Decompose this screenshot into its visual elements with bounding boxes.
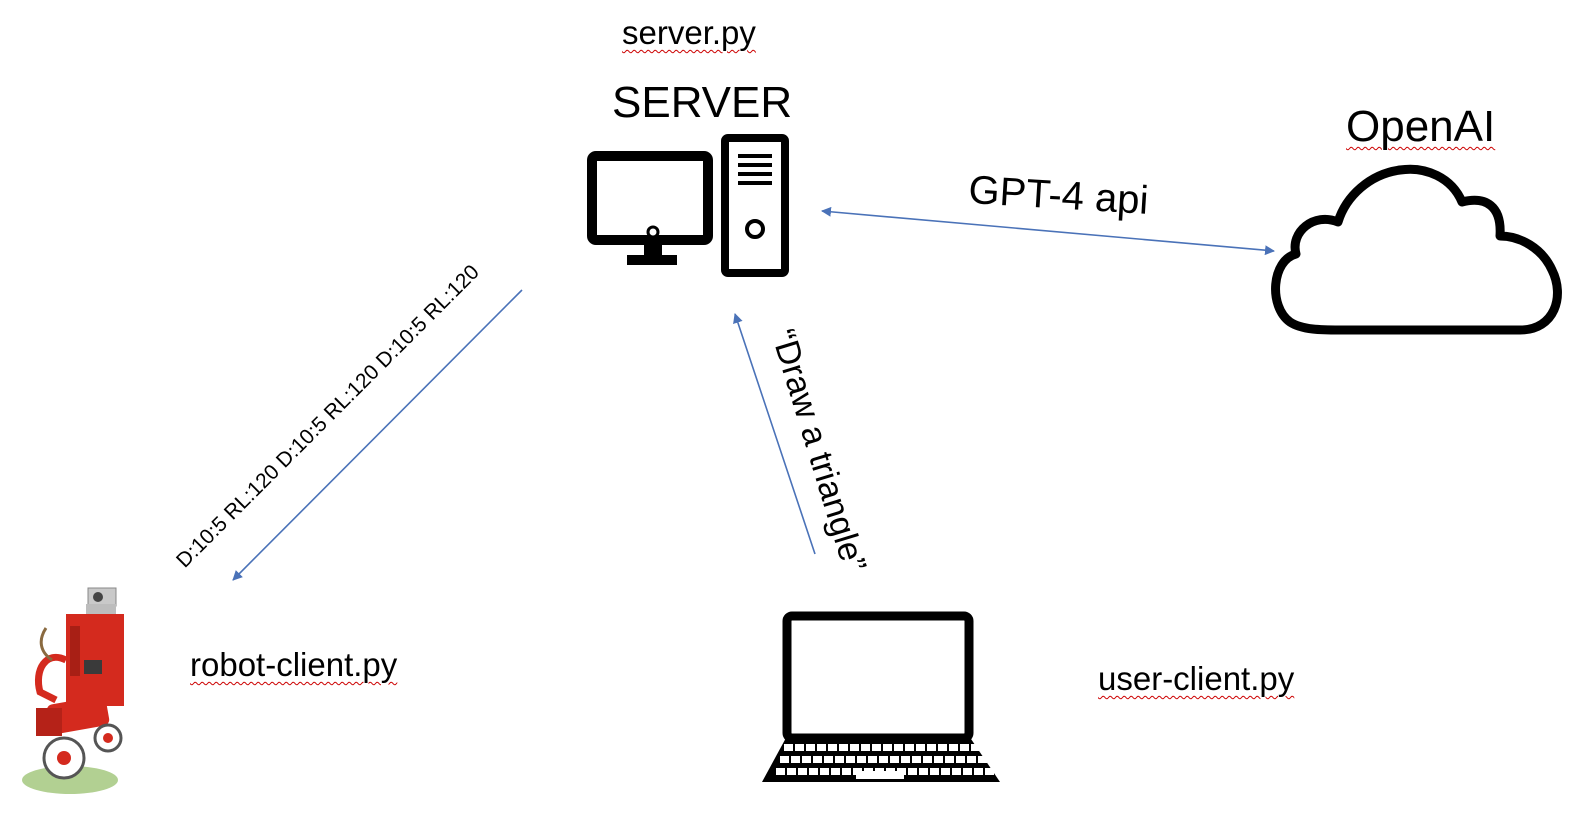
laptop-key bbox=[949, 744, 958, 751]
laptop-key bbox=[912, 756, 921, 763]
laptop-key bbox=[923, 756, 932, 763]
laptop-key bbox=[784, 744, 793, 751]
laptop-key bbox=[879, 756, 888, 763]
laptop-key bbox=[787, 768, 796, 775]
desktop-computer-icon bbox=[587, 134, 789, 277]
laptop-key bbox=[952, 768, 961, 775]
arrow-user-to-server bbox=[733, 313, 816, 555]
server-file-label: server.py bbox=[622, 14, 756, 51]
cloud-icon bbox=[1271, 164, 1562, 335]
laptop-key bbox=[791, 756, 800, 763]
user-client-file-label: user-client.py bbox=[1098, 660, 1295, 697]
laptop-key bbox=[835, 756, 844, 763]
laptop-key bbox=[798, 768, 807, 775]
laptop-key bbox=[974, 768, 983, 775]
laptop-key bbox=[831, 768, 840, 775]
laptop-key bbox=[820, 768, 829, 775]
laptop-key bbox=[857, 756, 866, 763]
laptop-key bbox=[813, 756, 822, 763]
laptop-key bbox=[780, 756, 789, 763]
laptop-key bbox=[883, 744, 892, 751]
arrow-server-openai bbox=[821, 206, 1275, 256]
laptop-key bbox=[927, 744, 936, 751]
laptop-key bbox=[956, 756, 965, 763]
laptop-key bbox=[861, 744, 870, 751]
laptop-icon bbox=[762, 611, 1000, 782]
arrow-server-to-robot bbox=[232, 289, 523, 581]
robot-client-file-label: robot-client.py bbox=[190, 646, 398, 683]
laptop-key bbox=[985, 768, 994, 775]
laptop-key bbox=[776, 768, 785, 775]
laptop-key bbox=[945, 756, 954, 763]
laptop-key bbox=[919, 768, 928, 775]
laptop-key bbox=[901, 756, 910, 763]
laptop-key bbox=[824, 756, 833, 763]
laptop-key bbox=[905, 744, 914, 751]
openai-title: OpenAI bbox=[1346, 102, 1496, 151]
laptop-key bbox=[916, 744, 925, 751]
laptop-key bbox=[828, 744, 837, 751]
laptop-key bbox=[846, 756, 855, 763]
laptop-key bbox=[894, 744, 903, 751]
laptop-key bbox=[872, 744, 881, 751]
laptop-key bbox=[850, 744, 859, 751]
server-title: SERVER bbox=[612, 78, 793, 127]
laptop-touchpad bbox=[856, 771, 904, 779]
laptop-key bbox=[941, 768, 950, 775]
laptop-key bbox=[960, 744, 969, 751]
laptop-key bbox=[930, 768, 939, 775]
laptop-key bbox=[890, 756, 899, 763]
laptop-key bbox=[842, 768, 851, 775]
robot-photo bbox=[22, 587, 124, 794]
laptop-key bbox=[934, 756, 943, 763]
laptop-key bbox=[978, 756, 987, 763]
laptop-key bbox=[806, 744, 815, 751]
laptop-key bbox=[817, 744, 826, 751]
laptop-key bbox=[809, 768, 818, 775]
laptop-key bbox=[971, 744, 980, 751]
laptop-key bbox=[839, 744, 848, 751]
laptop-key bbox=[963, 768, 972, 775]
laptop-key bbox=[868, 756, 877, 763]
laptop-key bbox=[967, 756, 976, 763]
laptop-key bbox=[795, 744, 804, 751]
laptop-key bbox=[938, 744, 947, 751]
laptop-key bbox=[908, 768, 917, 775]
laptop-key bbox=[802, 756, 811, 763]
